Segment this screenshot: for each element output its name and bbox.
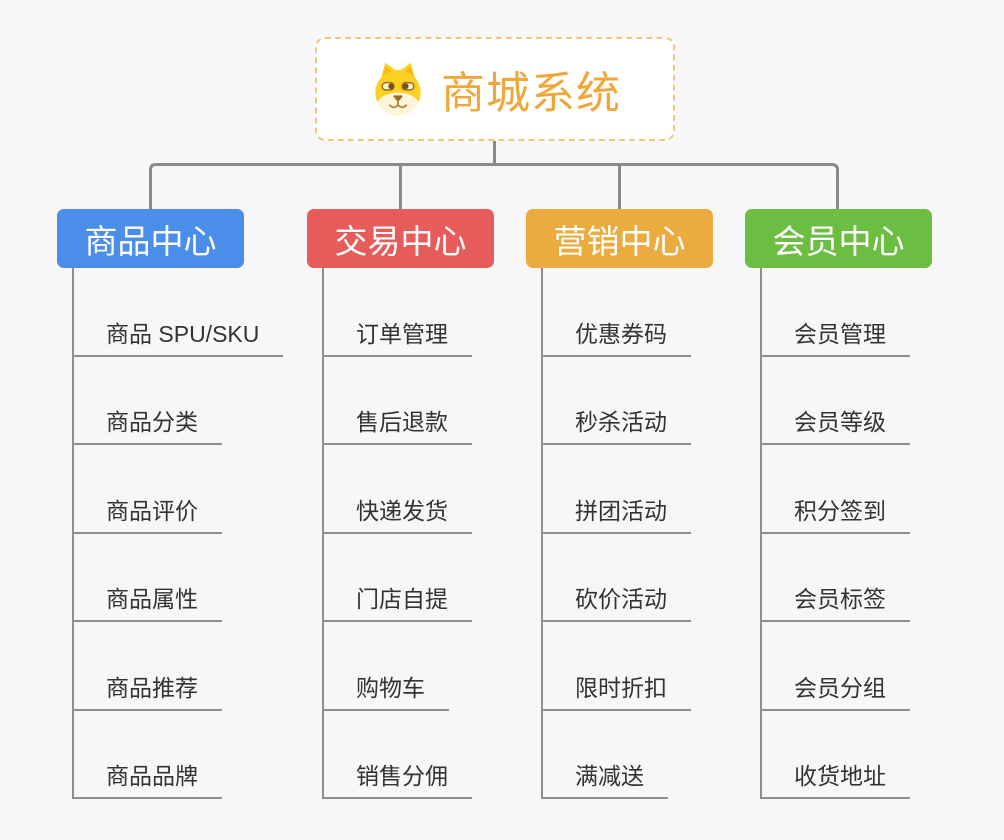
leaf-node-row: 砍价活动	[541, 534, 841, 622]
branch-node-product-center[interactable]: 商品中心	[57, 209, 244, 268]
leaf-node-row: 会员标签	[760, 534, 1004, 622]
leaf-node[interactable]: 收货地址	[760, 757, 910, 799]
leaf-node-row: 商品分类	[72, 357, 372, 445]
leaf-node-row: 会员管理	[760, 268, 1004, 357]
dog-face-icon	[375, 62, 421, 116]
leaf-node-row: 会员等级	[760, 357, 1004, 445]
leaf-node[interactable]: 限时折扣	[541, 669, 691, 711]
leaf-node[interactable]: 商品评价	[72, 492, 222, 534]
leaf-node[interactable]: 会员等级	[760, 403, 910, 445]
leaf-node-row: 积分签到	[760, 445, 1004, 534]
leaf-node[interactable]: 优惠券码	[541, 315, 691, 357]
leaf-node-row: 收货地址	[760, 711, 1004, 799]
leaf-node[interactable]: 商品分类	[72, 403, 222, 445]
leaf-node[interactable]: 拼团活动	[541, 492, 691, 534]
leaf-node-row: 会员分组	[760, 622, 1004, 711]
leaf-node[interactable]: 商品品牌	[72, 757, 222, 799]
leaf-node-row: 拼团活动	[541, 445, 841, 534]
leaf-node-row: 购物车	[322, 622, 622, 711]
leaf-node[interactable]: 积分签到	[760, 492, 910, 534]
leaf-node-row: 商品推荐	[72, 622, 372, 711]
branch-node-member-center[interactable]: 会员中心	[745, 209, 932, 268]
leaf-node-row: 商品属性	[72, 534, 372, 622]
leaf-node[interactable]: 商品 SPU/SKU	[72, 315, 284, 357]
leaf-node[interactable]: 销售分佣	[322, 757, 472, 799]
leaf-node-row: 商品评价	[72, 445, 372, 534]
leaf-node[interactable]: 快递发货	[322, 492, 472, 534]
leaf-node-row: 门店自提	[322, 534, 622, 622]
branch-items-member-center: 会员管理 会员等级 积分签到 会员标签 会员分组 收货地址	[760, 268, 1004, 799]
leaf-node-row: 快递发货	[322, 445, 622, 534]
leaf-node-row: 订单管理	[322, 268, 622, 357]
leaf-node[interactable]: 砍价活动	[541, 580, 691, 622]
leaf-node-row: 商品 SPU/SKU	[72, 268, 372, 357]
branch-items-marketing-center: 优惠券码 秒杀活动 拼团活动 砍价活动 限时折扣 满减送	[541, 268, 841, 799]
leaf-node[interactable]: 售后退款	[322, 403, 472, 445]
leaf-node[interactable]: 会员管理	[760, 315, 910, 357]
branch-node-marketing-center[interactable]: 营销中心	[526, 209, 713, 268]
leaf-node-row: 销售分佣	[322, 711, 622, 799]
leaf-node[interactable]: 会员标签	[760, 580, 910, 622]
leaf-node[interactable]: 订单管理	[322, 315, 472, 357]
leaf-node[interactable]: 秒杀活动	[541, 403, 691, 445]
leaf-node-row: 限时折扣	[541, 622, 841, 711]
leaf-node[interactable]: 门店自提	[322, 580, 472, 622]
leaf-node[interactable]: 商品属性	[72, 580, 222, 622]
leaf-node-row: 秒杀活动	[541, 357, 841, 445]
branch-items-trade-center: 订单管理 售后退款 快递发货 门店自提 购物车 销售分佣	[322, 268, 622, 799]
branch-bracket-line	[149, 163, 839, 209]
leaf-node-row: 商品品牌	[72, 711, 372, 799]
leaf-node-row: 优惠券码	[541, 268, 841, 357]
leaf-node-row: 满减送	[541, 711, 841, 799]
leaf-node[interactable]: 购物车	[322, 669, 449, 711]
root-node[interactable]: 商城系统	[315, 37, 675, 141]
root-title: 商城系统	[441, 69, 621, 118]
branch-items-product-center: 商品 SPU/SKU 商品分类 商品评价 商品属性 商品推荐 商品品牌	[72, 268, 372, 799]
leaf-node[interactable]: 商品推荐	[72, 669, 222, 711]
leaf-node[interactable]: 会员分组	[760, 669, 910, 711]
leaf-node[interactable]: 满减送	[541, 757, 668, 799]
branch-node-trade-center[interactable]: 交易中心	[307, 209, 494, 268]
leaf-node-row: 售后退款	[322, 357, 622, 445]
